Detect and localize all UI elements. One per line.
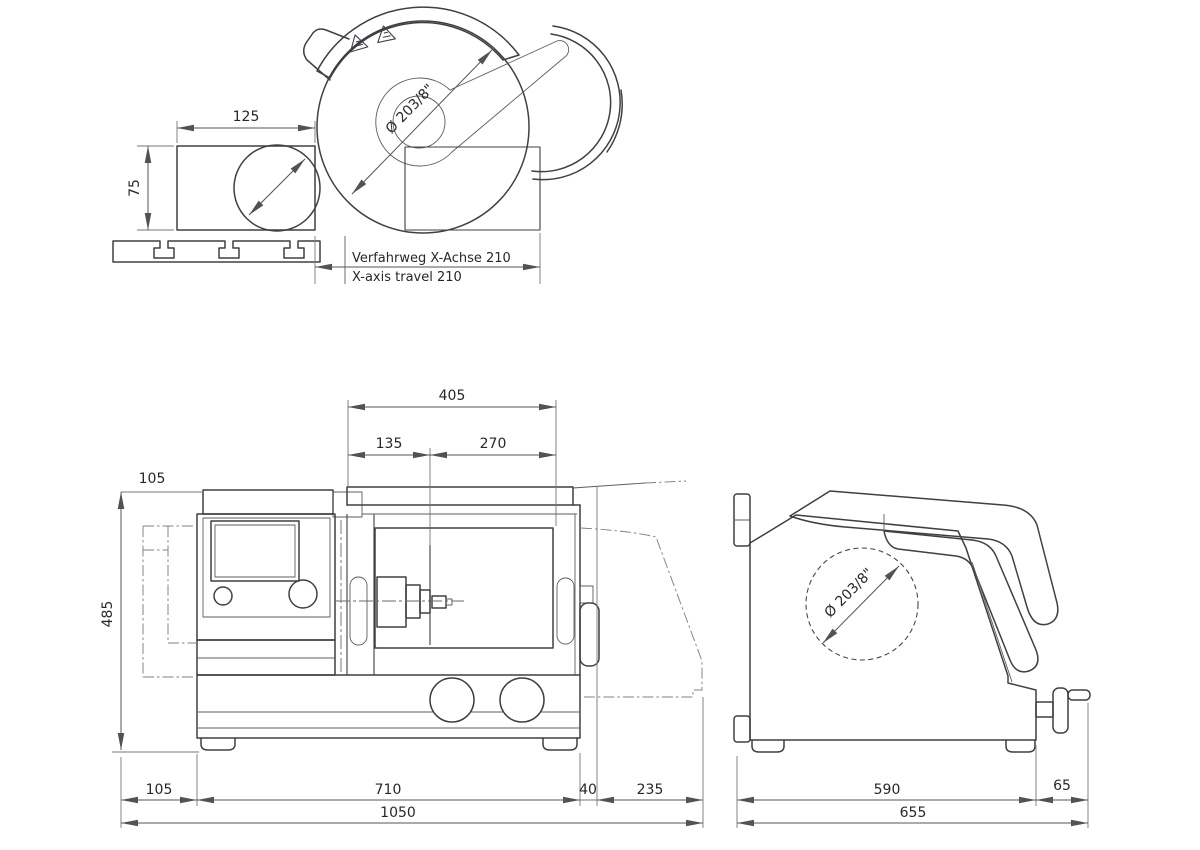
dim-x-travel: Verfahrweg X-Achse 210 X-axis travel 210 [314, 233, 541, 285]
dimension-line [351, 49, 493, 195]
front-handwheel [579, 585, 600, 667]
motor-housing-top [404, 146, 541, 231]
rear-edge-phantom [644, 480, 687, 484]
guard-arm [883, 530, 1039, 673]
machine-base [196, 674, 581, 739]
side-body [749, 514, 1037, 741]
dim-125-label: 125 [233, 109, 260, 125]
crank-handle [1067, 689, 1091, 701]
dim-235: 235 [597, 697, 704, 828]
small-knob [213, 586, 233, 606]
spindle-assembly [376, 576, 453, 628]
vice-area [176, 145, 316, 231]
door-swing-phantom [142, 525, 197, 678]
rear-edge-line [572, 482, 646, 489]
blade-diameter-side-label: Ø 203/8" [822, 565, 877, 621]
display-screen-inner [214, 524, 296, 578]
blade-diameter-label: Ø 203/8" [383, 81, 438, 137]
dim-485-label: 485 [100, 601, 116, 628]
dim-405-label: 405 [439, 388, 466, 404]
top-view: Ø 203/8" 125 75 Verfahrweg X-Achse 210 X… [112, 6, 623, 285]
dim-105-bottom: 105 [120, 754, 198, 828]
spindle-nut [431, 595, 447, 609]
dim-105-bottom-label: 105 [146, 782, 173, 798]
workpiece-capacity-circle [233, 144, 321, 232]
dim-270-label: 270 [480, 436, 507, 452]
dim-485: 485 [100, 492, 125, 750]
front-view: 405 135 270 105 485 105 710 [100, 388, 704, 828]
dim-710: 710 [197, 753, 581, 806]
x-travel-label-de: Verfahrweg X-Achse 210 [352, 251, 511, 266]
dim-135: 135 [348, 436, 431, 545]
blade-position-circle [805, 547, 919, 661]
blade-housing [374, 527, 554, 649]
dimension-line [822, 565, 900, 644]
saw-blade-circle [316, 20, 530, 234]
handwheel-disc [1052, 687, 1069, 734]
dim-75: 75 [127, 145, 174, 231]
dim-135-label: 135 [376, 436, 403, 452]
dim-105-top: 105 [121, 471, 204, 493]
body-inner-diagonal [971, 561, 1013, 683]
guard-tab [303, 28, 350, 81]
foot-left [200, 737, 236, 751]
dim-125: 125 [176, 109, 316, 143]
table-profile [112, 240, 321, 263]
dim-405: 405 [347, 388, 557, 526]
dim-590-label: 590 [874, 782, 901, 798]
panel-cap [202, 489, 334, 515]
dim-270: 270 [430, 436, 556, 459]
x-travel-label-en: X-axis travel 210 [352, 270, 462, 285]
dim-65: 65 [1036, 703, 1089, 828]
blade-cover-arcs [531, 25, 623, 181]
dim-40-label: 40 [579, 782, 597, 798]
side-foot-left [751, 739, 785, 753]
panel-door [202, 517, 331, 618]
dim-590: 590 [736, 745, 1037, 828]
dim-75-label: 75 [127, 179, 143, 197]
dim-1050: 1050 [121, 805, 703, 827]
dim-655: 655 [737, 805, 1088, 827]
warning-triangles-icon [349, 25, 396, 53]
left-tabs [733, 493, 751, 743]
column-slot [349, 576, 368, 646]
arm-travel-phantom [580, 527, 703, 698]
dim-blade-diameter-side: Ø 203/8" [822, 565, 900, 644]
handwheel-shaft [1035, 701, 1054, 718]
side-view: Ø 203/8" 590 65 655 [733, 490, 1091, 828]
top-strip [346, 486, 574, 506]
dim-65-label: 65 [1053, 778, 1071, 794]
foot-right [542, 737, 578, 751]
panel-lower-band [196, 639, 336, 676]
dim-710-label: 710 [375, 782, 402, 798]
base-dial-left [429, 677, 475, 723]
dim-105-top-label: 105 [139, 471, 166, 487]
base-dial-right [499, 677, 545, 723]
right-slot [556, 577, 575, 645]
guard-cover [789, 490, 1059, 626]
dim-655-label: 655 [900, 805, 927, 821]
dim-1050-label: 1050 [380, 805, 416, 821]
display-screen [210, 520, 300, 582]
dim-blade-diameter-top: Ø 203/8" [351, 49, 493, 195]
blade-guard-arc [316, 6, 520, 79]
dim-40: 40 [579, 487, 598, 806]
large-knob [288, 579, 318, 609]
side-foot-right [1005, 739, 1036, 753]
dim-235-label: 235 [637, 782, 664, 798]
handwheel [1035, 687, 1091, 734]
workpiece-diameter-arrow [248, 158, 306, 216]
